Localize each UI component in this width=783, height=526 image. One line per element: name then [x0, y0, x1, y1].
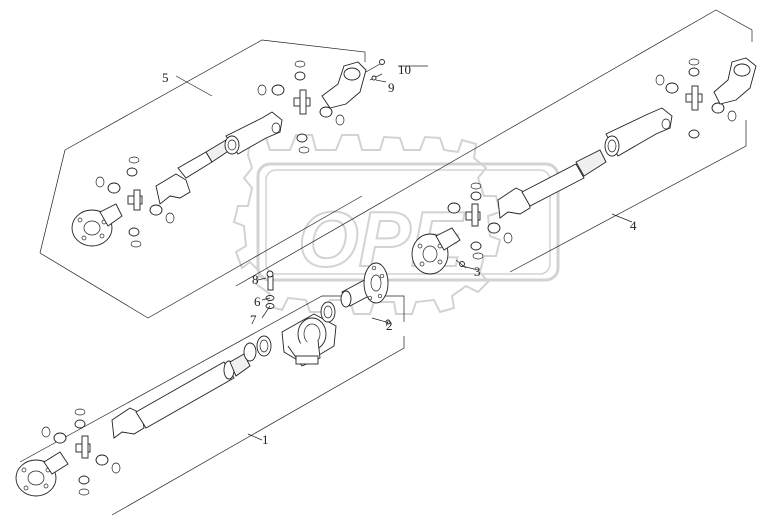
spline-shaft-5 — [177, 151, 213, 179]
seal-ring-3 — [320, 301, 336, 323]
callout-7: 7 — [250, 312, 257, 327]
universal-joint-cross-4a — [447, 182, 513, 260]
tube-4 — [521, 163, 585, 207]
driveshaft-assembly-5 — [71, 59, 385, 248]
watermark-frame-inner — [265, 169, 551, 275]
callouts: 1 2 3 4 5 6 7 8 9 10 — [162, 62, 637, 447]
callout-5: 5 — [162, 70, 169, 85]
universal-joint-cross-5b — [257, 60, 345, 154]
driveshaft-assembly-1 — [15, 262, 391, 497]
driveshaft-assembly-4 — [411, 57, 757, 275]
callout-8: 8 — [252, 272, 259, 287]
watermark-frame — [256, 162, 560, 282]
universal-joint-cross-5a — [95, 156, 175, 248]
companion-flange-2 — [363, 262, 389, 304]
sleeve-yoke-5 — [225, 111, 283, 155]
bolt-nut-9-10 — [365, 59, 385, 81]
universal-joint-cross-1 — [41, 408, 121, 496]
sleeve-yoke-4 — [605, 107, 673, 157]
leader-lines — [175, 65, 633, 441]
end-yoke-5 — [321, 61, 367, 109]
flange-yoke-5-bore — [83, 220, 101, 236]
assembly-outlines — [19, 9, 753, 516]
end-yoke-4 — [713, 57, 757, 105]
seal-ring-1 — [243, 342, 257, 362]
callout-9: 9 — [388, 80, 395, 95]
tube-1 — [135, 361, 235, 429]
callout-2: 2 — [386, 318, 393, 333]
callout-6: 6 — [254, 294, 261, 309]
slip-yoke-5 — [155, 173, 191, 205]
callout-3: 3 — [474, 264, 481, 279]
spline-shaft-4 — [575, 149, 607, 177]
tube-yoke-1 — [111, 407, 145, 439]
seal-ring-2 — [256, 335, 272, 357]
universal-joint-cross-4b — [655, 58, 737, 139]
bolt-3 — [459, 261, 465, 267]
callout-1: 1 — [262, 432, 269, 447]
watermark-logo: OPE — [232, 134, 560, 315]
callout-4: 4 — [630, 218, 637, 233]
center-bearing-support — [281, 313, 337, 367]
tube-yoke-4 — [497, 187, 531, 219]
callout-10: 10 — [398, 62, 411, 77]
bolt-washer-6-7-8 — [265, 270, 275, 309]
